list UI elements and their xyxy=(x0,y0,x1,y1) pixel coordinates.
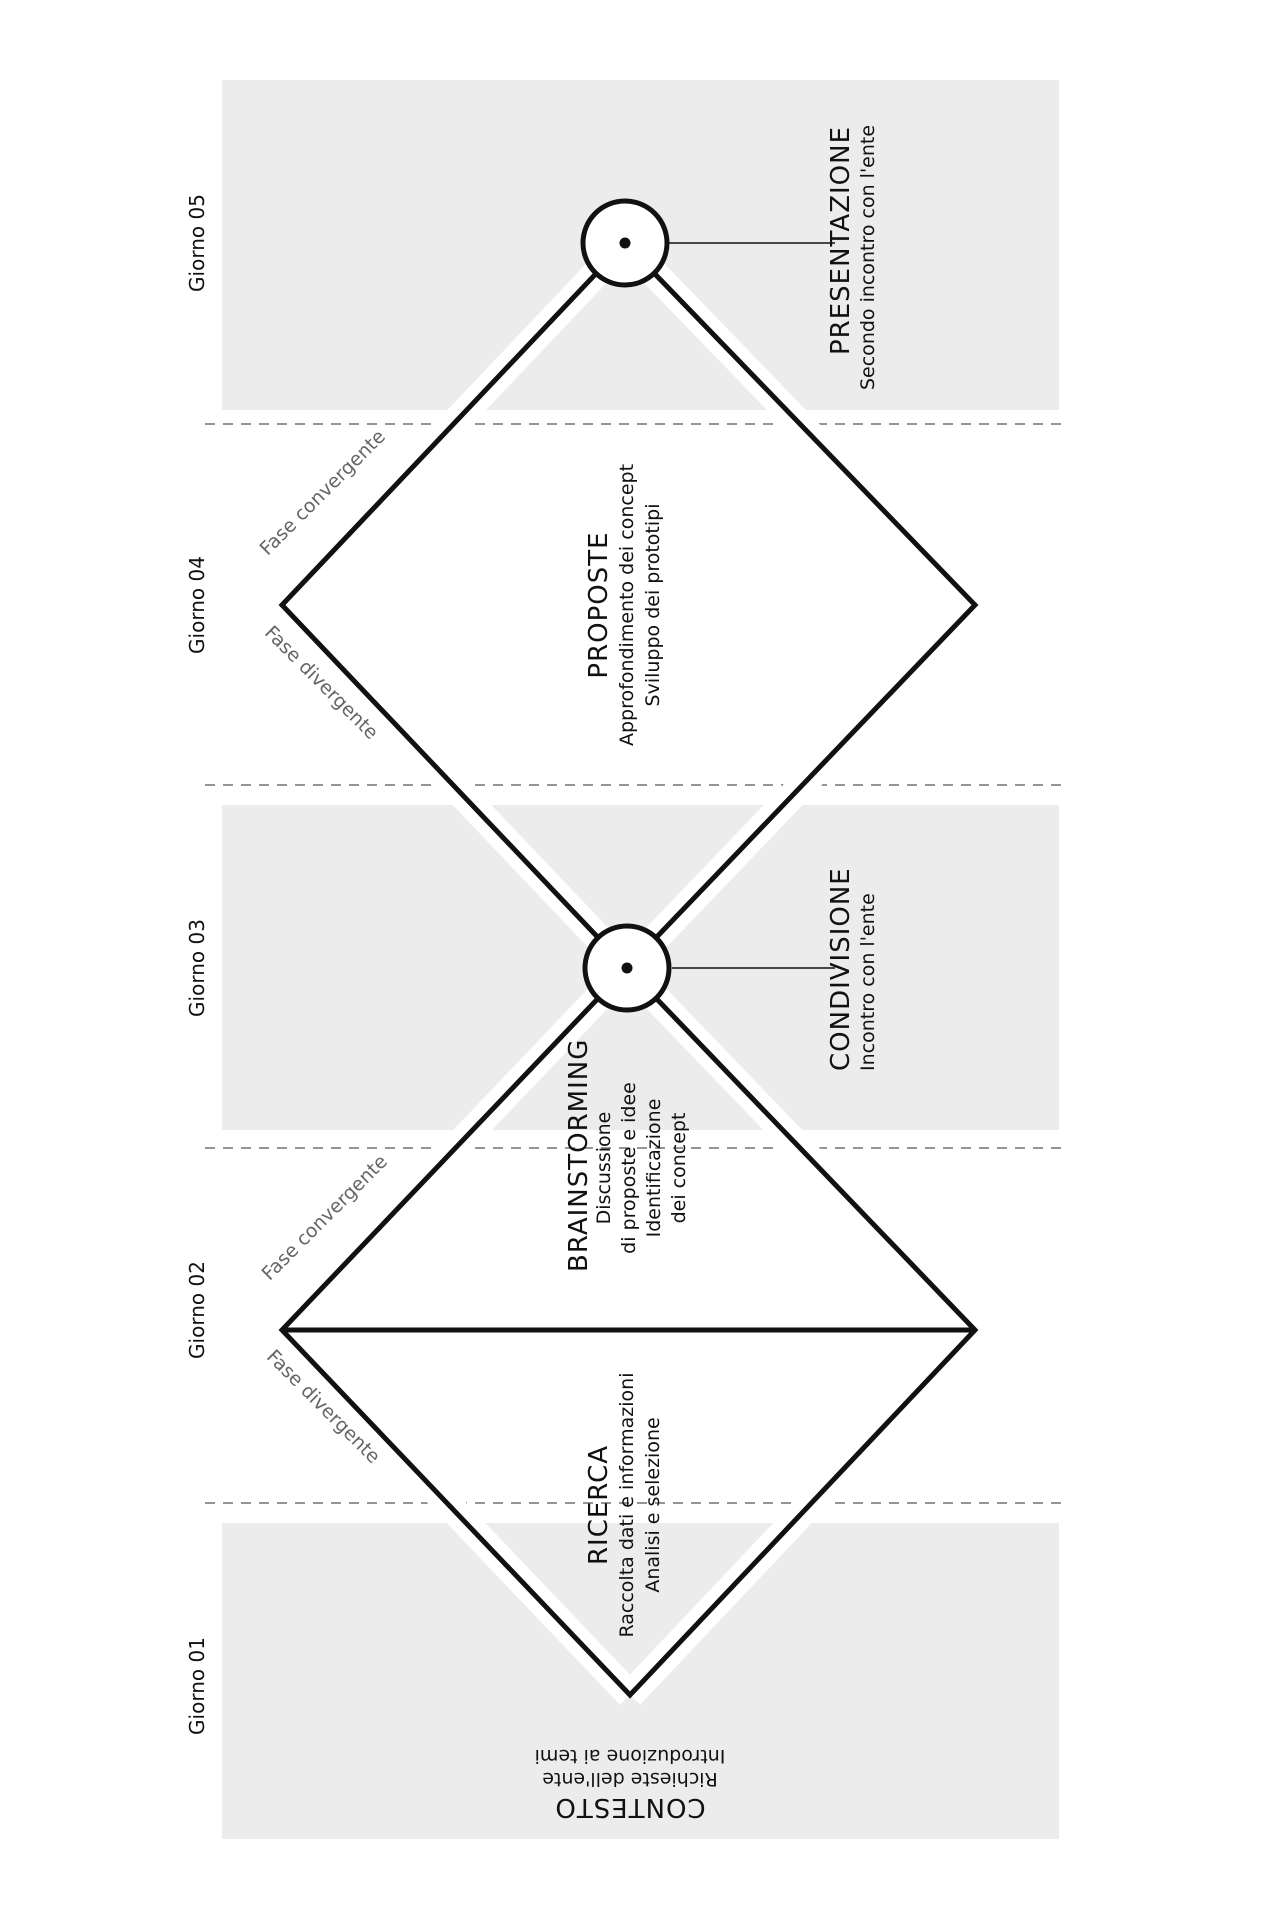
sharing-line-1: Incontro con l'ente xyxy=(857,893,879,1071)
day-label-05: Giorno 05 xyxy=(185,194,209,292)
sharing-title: CONDIVISIONE xyxy=(826,867,856,1071)
research-line-2: Analisi e selezione xyxy=(642,1417,664,1592)
presentation-title: PRESENTAZIONE xyxy=(826,126,856,355)
sharing-milestone-node xyxy=(582,923,672,1013)
research-block: RICERCA Raccolta dati e informazioni Ana… xyxy=(584,1372,664,1637)
day-label-02: Giorno 02 xyxy=(185,1261,209,1359)
context-block: CONTESTO Richieste dell'ente Introduzion… xyxy=(535,1745,726,1822)
brainstorming-line-3: Identificazione xyxy=(643,1099,665,1238)
brainstorming-title: BRAINSTORMING xyxy=(564,1039,594,1272)
day-label-01: Giorno 01 xyxy=(185,1637,209,1735)
presentation-line-1: Secondo incontro con l'ente xyxy=(857,125,879,390)
context-line-2: Introduzione ai temi xyxy=(535,1745,726,1767)
proposals-block: PROPOSTE Approfondimento dei concept Svi… xyxy=(584,464,664,746)
presentation-milestone-node xyxy=(580,198,670,288)
proposals-title: PROPOSTE xyxy=(584,531,614,678)
presentation-block: PRESENTAZIONE Secondo incontro con l'ent… xyxy=(826,125,879,390)
context-title: CONTESTO xyxy=(554,1792,705,1822)
sharing-block: CONDIVISIONE Incontro con l'ente xyxy=(826,867,879,1071)
proposals-line-1: Approfondimento dei concept xyxy=(616,464,638,746)
proposals-line-2: Sviluppo dei prototipi xyxy=(642,504,664,707)
research-line-1: Raccolta dati e informazioni xyxy=(616,1372,638,1637)
research-title: RICERCA xyxy=(584,1445,614,1565)
context-line-1: Richieste dell'ente xyxy=(542,1768,717,1790)
brainstorming-line-4: dei concept xyxy=(668,1113,690,1224)
brainstorming-line-1: Discussione xyxy=(593,1112,615,1225)
brainstorming-block: BRAINSTORMING Discussione di proposte e … xyxy=(564,1039,690,1272)
brainstorming-line-2: di proposte e idee xyxy=(618,1082,640,1254)
day-label-03: Giorno 03 xyxy=(185,919,209,1017)
day-label-04: Giorno 04 xyxy=(185,556,209,654)
